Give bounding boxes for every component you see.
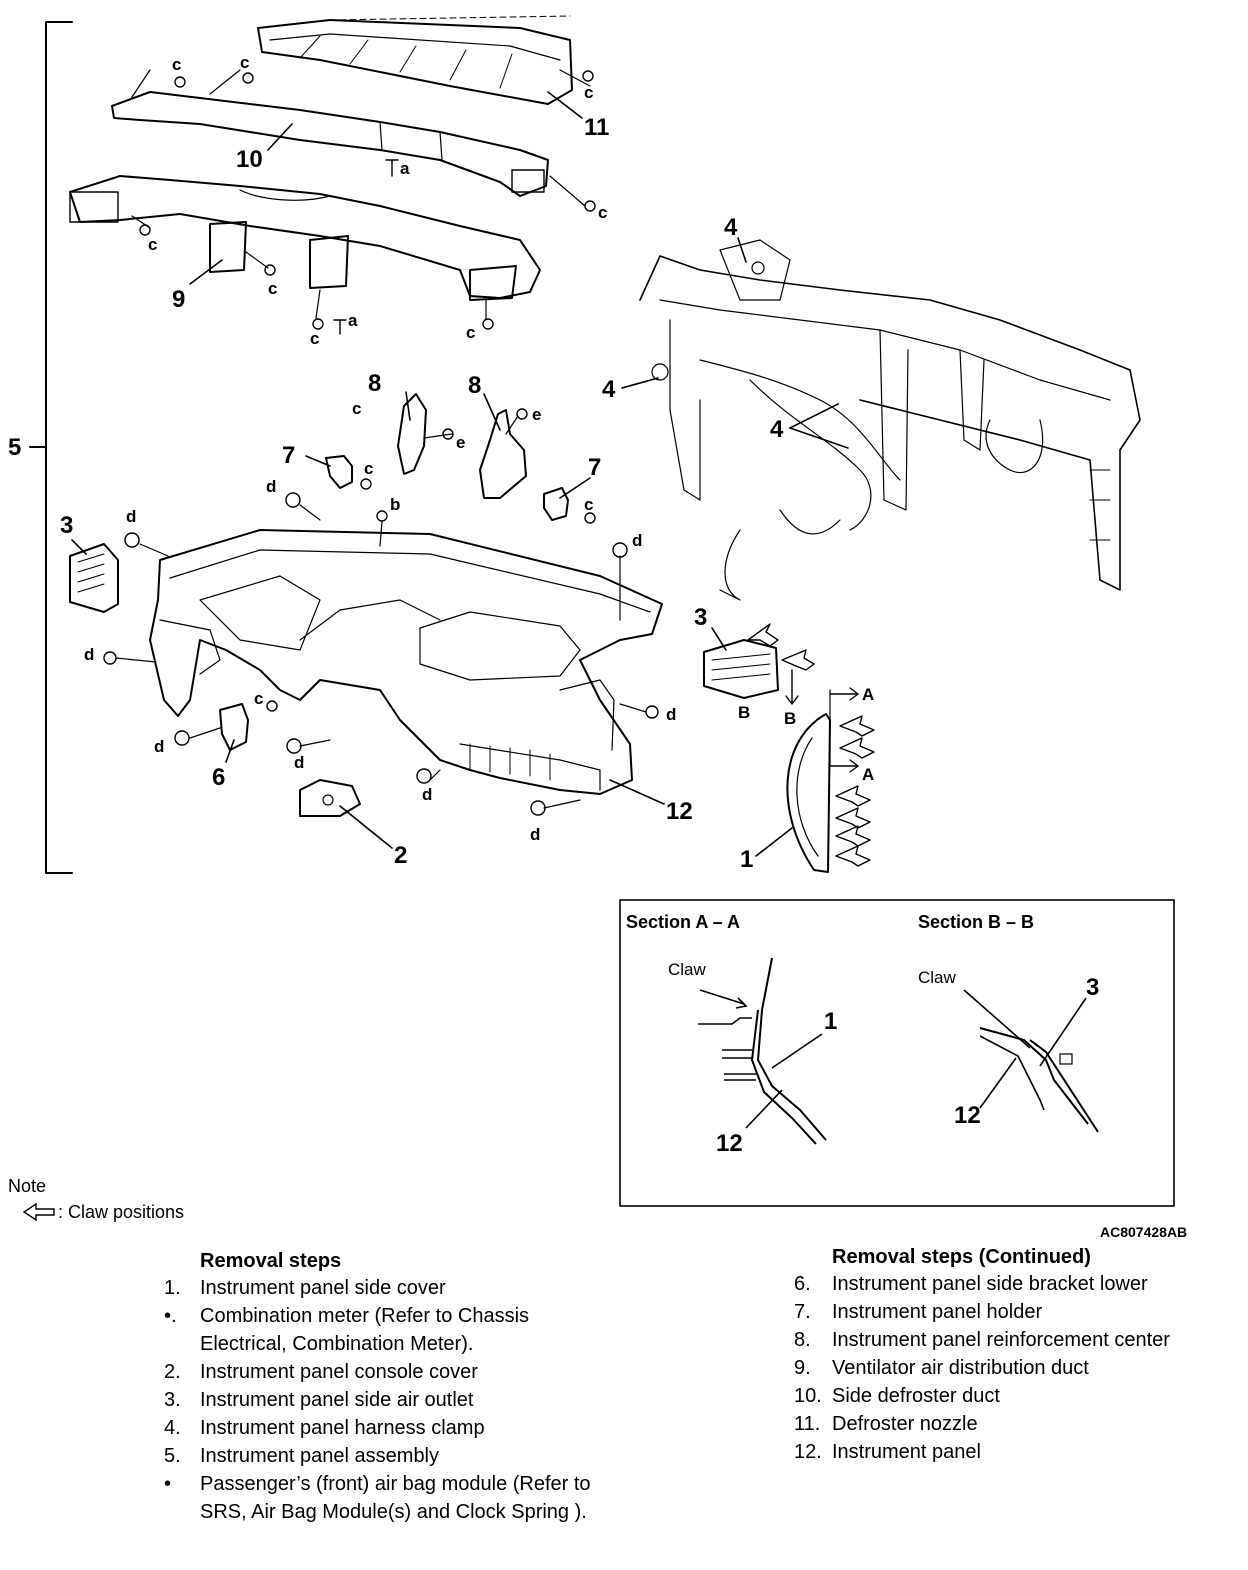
callout-7-right: 7 — [588, 454, 602, 481]
fastener-c: c — [364, 459, 374, 478]
section-b-callout-3: 3 — [1086, 974, 1100, 1001]
list-item: 8.Instrument panel reinforcement center — [794, 1329, 1170, 1351]
side-air-outlet-right-shape — [703, 639, 779, 699]
claw-label-a: Claw — [668, 960, 706, 979]
fastener-c: c — [466, 323, 476, 342]
list-item: 1.Instrument panel side cover — [164, 1277, 446, 1299]
leader-lines — [115, 69, 647, 809]
callout-9: 9 — [172, 286, 186, 313]
callout-4-mid: 4 — [770, 416, 784, 443]
fastener-c: c — [268, 279, 278, 298]
fastener-d: d — [632, 531, 643, 550]
fastener-c: c — [148, 235, 158, 254]
fastener-c: c — [584, 495, 594, 514]
removal-steps: Removal steps 1.Instrument panel side co… — [164, 1248, 594, 1526]
callout-4-top: 4 — [724, 214, 738, 241]
assembly-bracket — [45, 21, 73, 874]
fastener-d: d — [530, 825, 541, 844]
callout-3-left: 3 — [60, 512, 74, 539]
removal-steps-continued: Removal steps (Continued) 6.Instrument p… — [794, 1244, 1234, 1466]
side-defroster-duct-shape — [111, 91, 549, 197]
fastener-glyphs — [103, 70, 659, 816]
list-item: 4.Instrument panel harness clamp — [164, 1417, 485, 1439]
fastener-c: c — [352, 399, 362, 418]
claw-arrows — [747, 623, 875, 867]
section-marker-a: A — [862, 765, 875, 784]
callout-7-left: 7 — [282, 442, 296, 469]
list-item: 5.Instrument panel assembly — [164, 1445, 440, 1467]
harness-frame-shape — [639, 239, 1141, 601]
fastener-d: d — [126, 507, 137, 526]
fastener-c: c — [310, 329, 320, 348]
document-id: AC807428AB — [1100, 1224, 1188, 1240]
section-b-callout-12: 12 — [954, 1102, 981, 1129]
side-cover-shape — [786, 689, 831, 873]
section-a-title: Section A – A — [626, 912, 741, 932]
callout-4-left: 4 — [602, 376, 616, 403]
callout-8-right: 8 — [468, 372, 482, 399]
list-item: 11.Defroster nozzle — [794, 1413, 978, 1435]
fastener-c: c — [254, 689, 264, 708]
callout-1: 1 — [740, 846, 754, 873]
fastener-d: d — [666, 705, 677, 724]
list-item: 10.Side defroster duct — [794, 1385, 1000, 1407]
callout-12: 12 — [666, 798, 693, 825]
section-marker-b: B — [784, 709, 797, 728]
callout-leaders — [71, 91, 849, 857]
callout-3-right: 3 — [694, 604, 708, 631]
removal-steps-heading: Removal steps — [200, 1250, 342, 1272]
side-bracket-lower-shape — [219, 703, 249, 751]
section-b-title: Section B – B — [918, 912, 1035, 932]
callout-5: 5 — [8, 434, 22, 461]
fastener-d: d — [154, 737, 165, 756]
fastener-c: c — [240, 53, 250, 72]
list-item: 6.Instrument panel side bracket lower — [794, 1273, 1148, 1295]
fastener-d: d — [84, 645, 95, 664]
section-a-callout-1: 1 — [824, 1008, 838, 1035]
reinforcement-center-shapes — [397, 393, 527, 499]
callout-11: 11 — [584, 114, 610, 141]
callout-2: 2 — [394, 842, 408, 869]
section-box — [619, 899, 1175, 1207]
callout-6: 6 — [212, 764, 226, 791]
fastener-c: c — [584, 83, 594, 102]
section-marker-b: B — [738, 703, 751, 722]
list-item: 2.Instrument panel console cover — [164, 1361, 478, 1383]
fastener-c: c — [172, 55, 182, 74]
note-title: Note — [8, 1176, 47, 1196]
holder-shapes — [325, 455, 569, 521]
fastener-e: e — [456, 433, 466, 452]
fastener-d: d — [294, 753, 305, 772]
fastener-d: d — [422, 785, 433, 804]
list-item: 7.Instrument panel holder — [794, 1301, 1043, 1323]
claw-label-b: Claw — [918, 968, 956, 987]
console-cover-shape — [299, 779, 361, 817]
fastener-b: b — [390, 495, 401, 514]
list-item: •Passenger’s (front) air bag module (Ref… — [164, 1473, 591, 1523]
ventilator-duct-shape — [69, 175, 541, 301]
list-item: 3.Instrument panel side air outlet — [164, 1389, 474, 1411]
list-item: 9.Ventilator air distribution duct — [794, 1357, 1089, 1379]
section-a-callout-12: 12 — [716, 1130, 743, 1157]
fastener-e: e — [532, 405, 542, 424]
fastener-a: a — [400, 159, 410, 178]
list-item: •.Combination meter (Refer to Chassis El… — [164, 1305, 530, 1355]
section-arrows — [785, 669, 859, 773]
fastener-a: a — [348, 311, 358, 330]
callout-8-left: 8 — [368, 370, 382, 397]
callout-10: 10 — [236, 146, 263, 173]
claw-arrow-legend-icon — [22, 1202, 55, 1222]
section-marker-a: A — [862, 685, 875, 704]
removal-steps-continued-heading: Removal steps (Continued) — [832, 1246, 1091, 1268]
side-air-outlet-left-shape — [69, 543, 119, 613]
instrument-panel-shape — [149, 529, 663, 795]
list-item: 12.Instrument panel — [794, 1441, 981, 1463]
fastener-d: d — [266, 477, 277, 496]
fastener-c: c — [598, 203, 608, 222]
note-legend: : Claw positions — [58, 1202, 185, 1222]
defroster-nozzle-shape — [257, 15, 573, 105]
